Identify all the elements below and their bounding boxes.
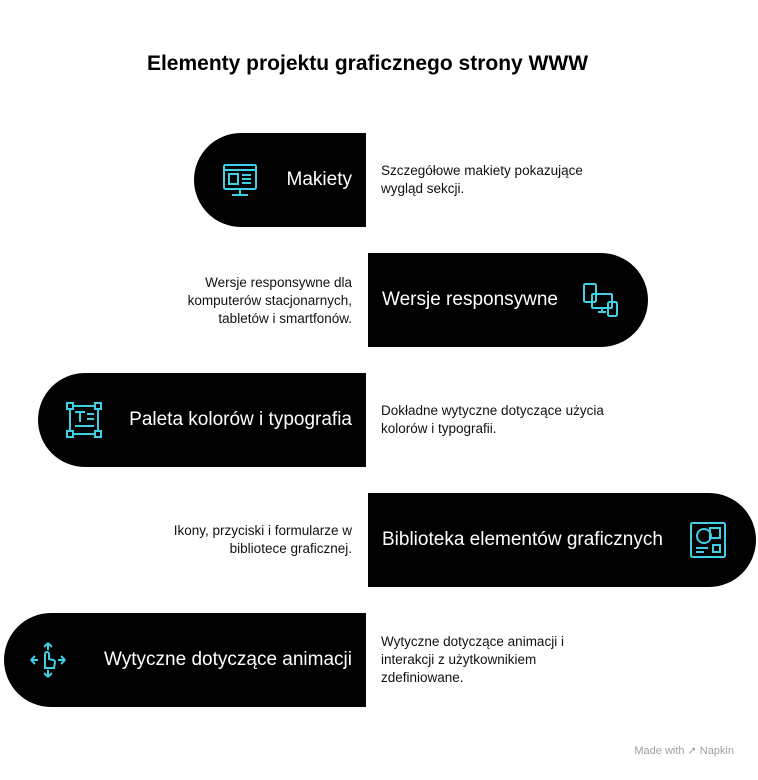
made-with-text: Made with <box>634 744 685 757</box>
pill-label: Wytyczne dotyczące animacji <box>104 649 352 670</box>
napkin-logo-icon: ➚ <box>687 745 697 757</box>
pill-label: Wersje responsywne <box>382 289 559 310</box>
pill-makiety: Makiety <box>194 133 366 227</box>
diagram-title: Elementy projektu graficznego strony WWW <box>146 52 589 75</box>
description-biblioteka-elementow: Ikony, przyciski i formularze w bibliote… <box>173 523 352 556</box>
napkin-brand-text: Napkin <box>699 744 734 757</box>
description-makiety: Szczegółowe makiety pokazujące wygląd se… <box>381 163 583 196</box>
description-wersje-responsywne: Wersje responsywne dla komputerów stacjo… <box>187 275 352 326</box>
pill-wersje-responsywne: Wersje responsywne <box>368 253 648 347</box>
layout-monitor-icon <box>220 160 260 200</box>
gesture-move-icon <box>28 640 68 680</box>
pill-label: Biblioteka elementów graficznych <box>382 529 663 550</box>
ui-components-icon <box>688 520 728 560</box>
devices-icon <box>580 280 620 320</box>
pill-label: Paleta kolorów i typografia <box>129 409 352 430</box>
pill-label: Makiety <box>286 169 352 190</box>
description-wytyczne-animacji: Wytyczne dotyczące animacji i interakcji… <box>381 634 564 685</box>
napkin-credit: Made with ➚ Napkin <box>634 744 734 758</box>
typography-frame-icon <box>64 400 104 440</box>
description-paleta-kolorow: Dokładne wytyczne dotyczące użycia kolor… <box>381 403 604 436</box>
